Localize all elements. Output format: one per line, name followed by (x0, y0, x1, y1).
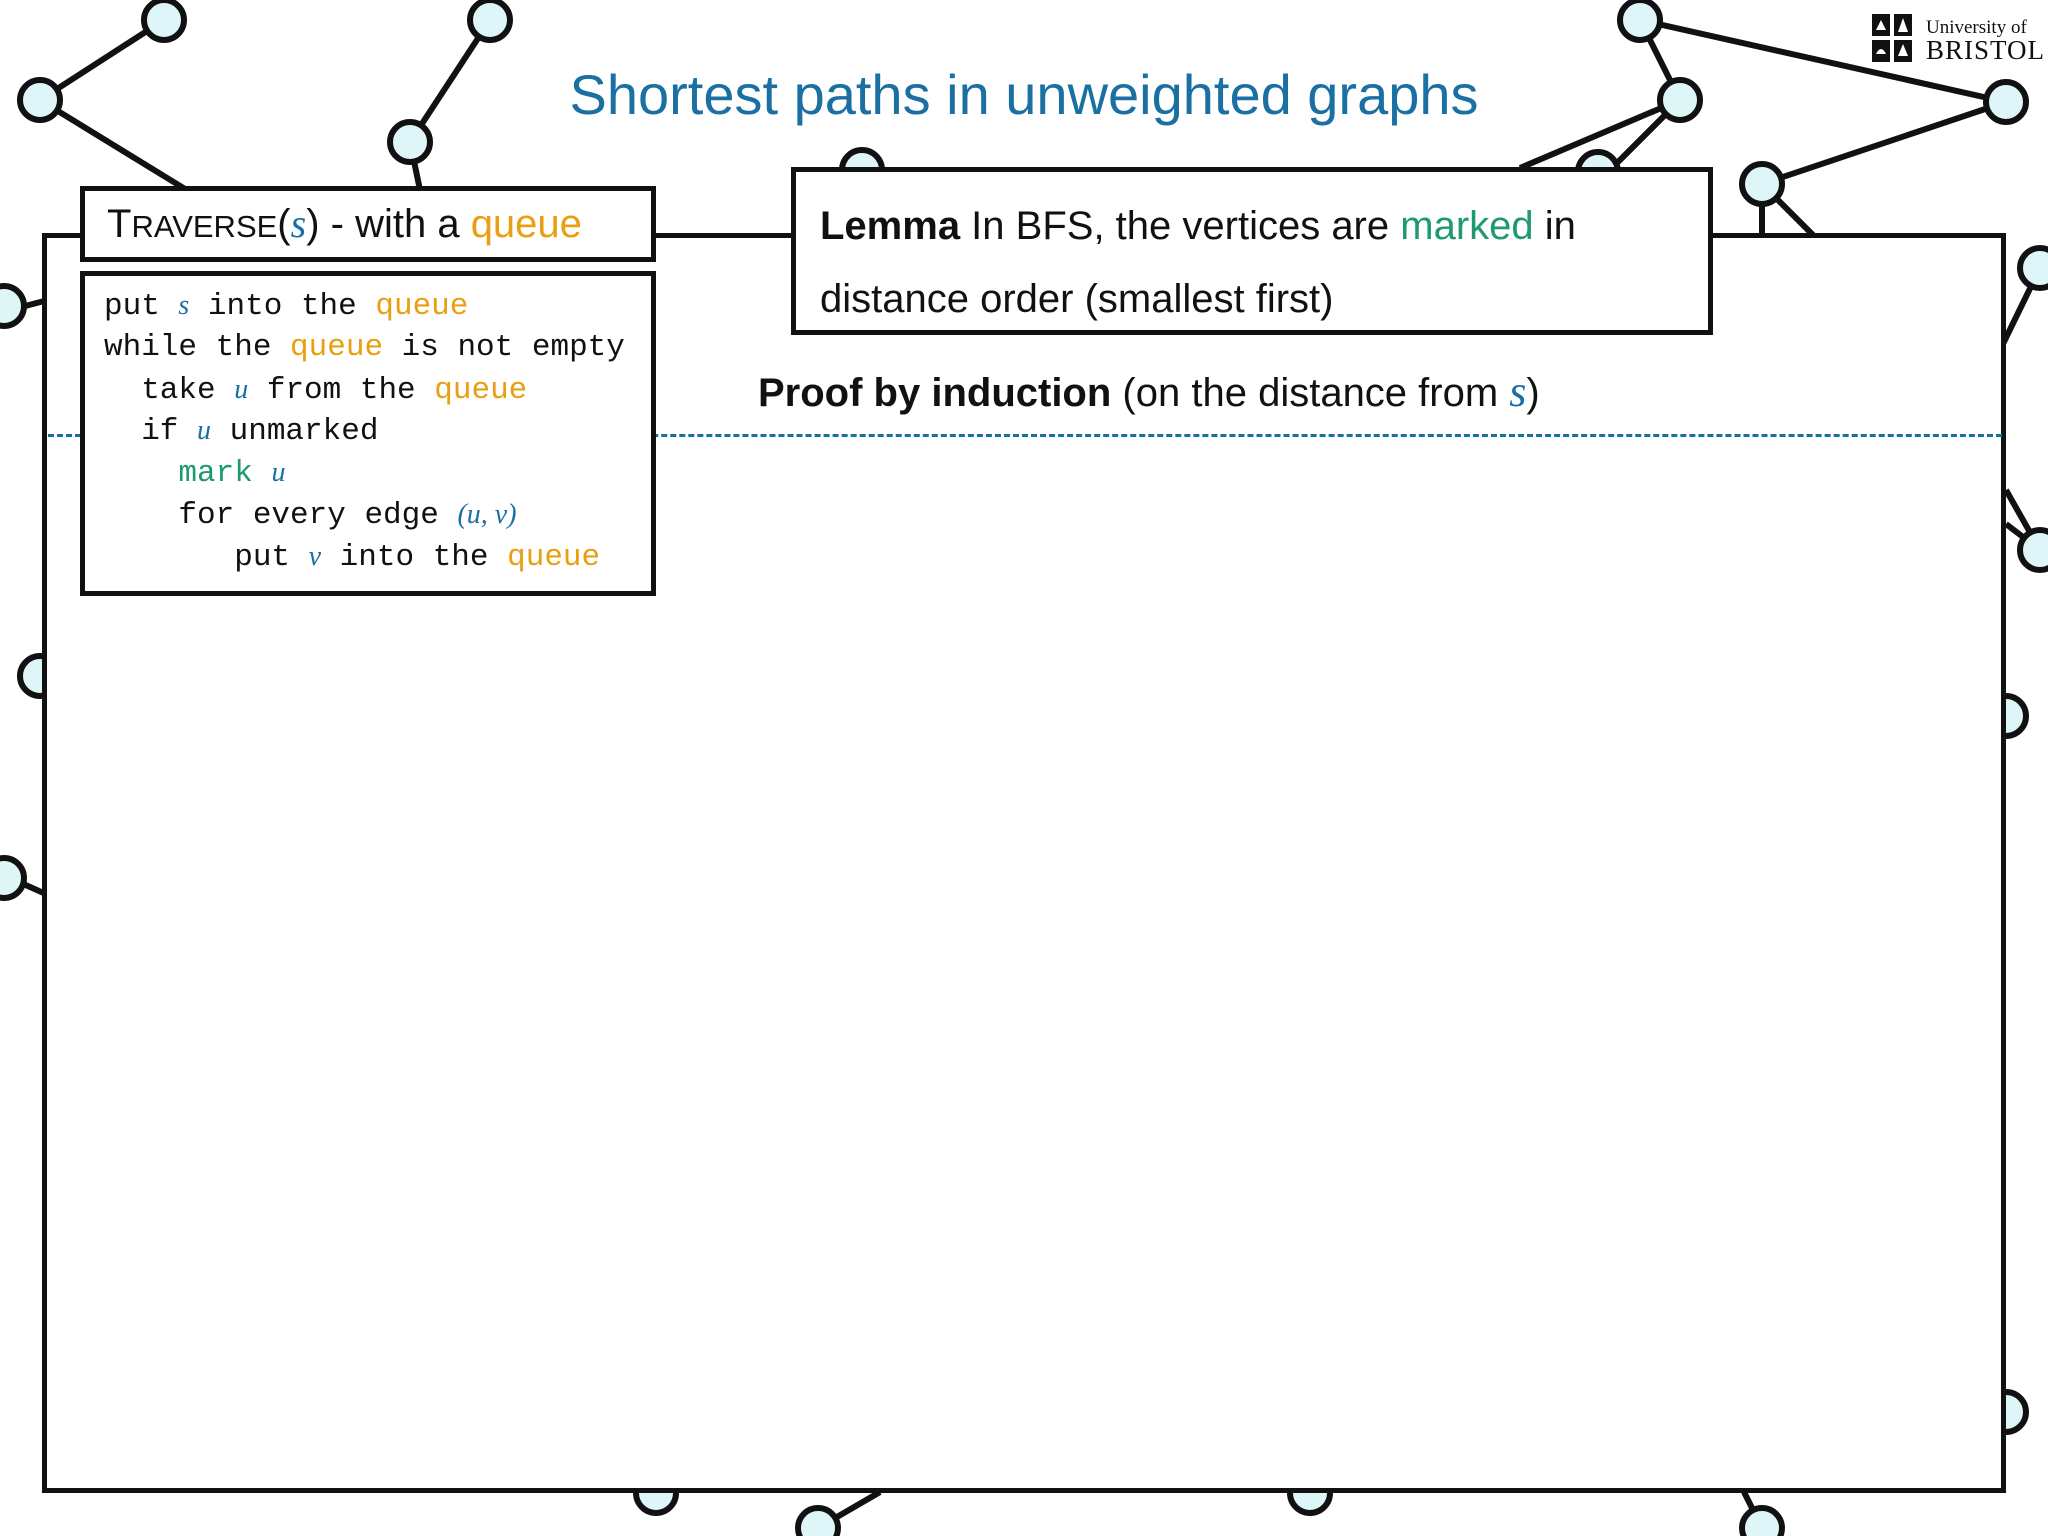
code-text: into the (189, 289, 376, 324)
code-variable: u (234, 374, 249, 405)
code-line: if u unmarked (104, 413, 378, 450)
code-text: for every edge (104, 498, 458, 533)
traverse-name-rest: RAVERSE (131, 209, 278, 244)
graph-node (467, 0, 513, 43)
code-text: from the (248, 373, 435, 408)
proof-heading: Proof by induction (on the distance from… (758, 366, 1540, 417)
logo-line-1: University of (1926, 17, 2027, 38)
bristol-crest-icon (1872, 14, 1912, 62)
pseudocode-box: put s into the queue while the queue is … (80, 271, 656, 596)
traverse-arg: s (290, 201, 307, 246)
code-text: take (104, 373, 235, 408)
code-keyword: queue (375, 289, 469, 324)
traverse-middle-text: - with a (319, 202, 471, 246)
code-line: mark u (104, 455, 285, 492)
graph-node (1739, 1505, 1785, 1536)
logo-line-2: BRISTOL (1926, 35, 2046, 65)
lemma-label: Lemma (820, 204, 961, 248)
code-variable: u (197, 415, 212, 446)
traverse-structure: queue (470, 202, 582, 246)
code-text: is not empty (383, 330, 625, 365)
code-text: put (104, 289, 179, 324)
graph-edge (1639, 17, 2007, 105)
proof-close: ) (1526, 371, 1540, 415)
logo-wordmark: University of BRISTOL (1926, 18, 2045, 64)
dashed-divider (48, 434, 2002, 437)
proof-label: Proof by induction (758, 371, 1112, 415)
lemma-text-before: In BFS, the vertices are (960, 204, 1401, 248)
graph-node (2017, 245, 2048, 291)
graph-node (17, 77, 63, 123)
graph-node (1657, 77, 1703, 123)
code-variable: v (308, 541, 322, 572)
graph-edge (1761, 99, 2007, 187)
graph-edge (1518, 97, 1682, 171)
lemma-text-after: in distance order (smallest first) (820, 204, 1588, 321)
traverse-header: TRAVERSE(s) - with a queue (80, 186, 656, 262)
code-text: into the (321, 540, 508, 575)
code-text (253, 456, 272, 491)
traverse-open-paren: ( (277, 202, 291, 246)
code-variable: u (271, 457, 286, 488)
code-text: while the (104, 330, 291, 365)
code-keyword: mark (178, 456, 253, 491)
graph-node (795, 1505, 841, 1536)
graph-node (387, 119, 433, 165)
code-text (104, 456, 178, 491)
slide-title: Shortest paths in unweighted graphs (569, 63, 1479, 126)
code-text: put (104, 540, 309, 575)
graph-node (1617, 0, 1663, 43)
code-line: take u from the queue (104, 372, 527, 409)
proof-var: s (1509, 367, 1527, 416)
graph-node (1983, 79, 2029, 125)
graph-node (2017, 527, 2048, 573)
graph-node (0, 855, 27, 901)
graph-edge (407, 18, 493, 144)
code-keyword: queue (507, 540, 601, 575)
code-keyword: queue (290, 330, 384, 365)
graph-node (141, 0, 187, 43)
code-text: unmarked (211, 414, 379, 449)
lemma-box: Lemma In BFS, the vertices are marked in… (791, 167, 1713, 335)
code-line: put v into the queue (104, 539, 600, 576)
graph-node (1739, 161, 1785, 207)
code-variable: (u, v) (457, 499, 517, 530)
code-line: put s into the queue (104, 288, 468, 325)
code-line: for every edge (u, v) (104, 497, 517, 534)
graph-edge (38, 97, 192, 195)
traverse-close-paren: ) (306, 202, 320, 246)
code-variable: s (178, 290, 190, 321)
graph-edge (38, 17, 166, 103)
traverse-name-initial: T (107, 202, 132, 246)
code-keyword: queue (434, 373, 528, 408)
university-logo: University of BRISTOL (1872, 14, 2044, 66)
proof-text: (on the distance from (1111, 371, 1510, 415)
code-line: while the queue is not empty (104, 330, 625, 366)
code-text: if (104, 414, 198, 449)
graph-node (0, 283, 27, 329)
lemma-highlight: marked (1400, 204, 1534, 248)
